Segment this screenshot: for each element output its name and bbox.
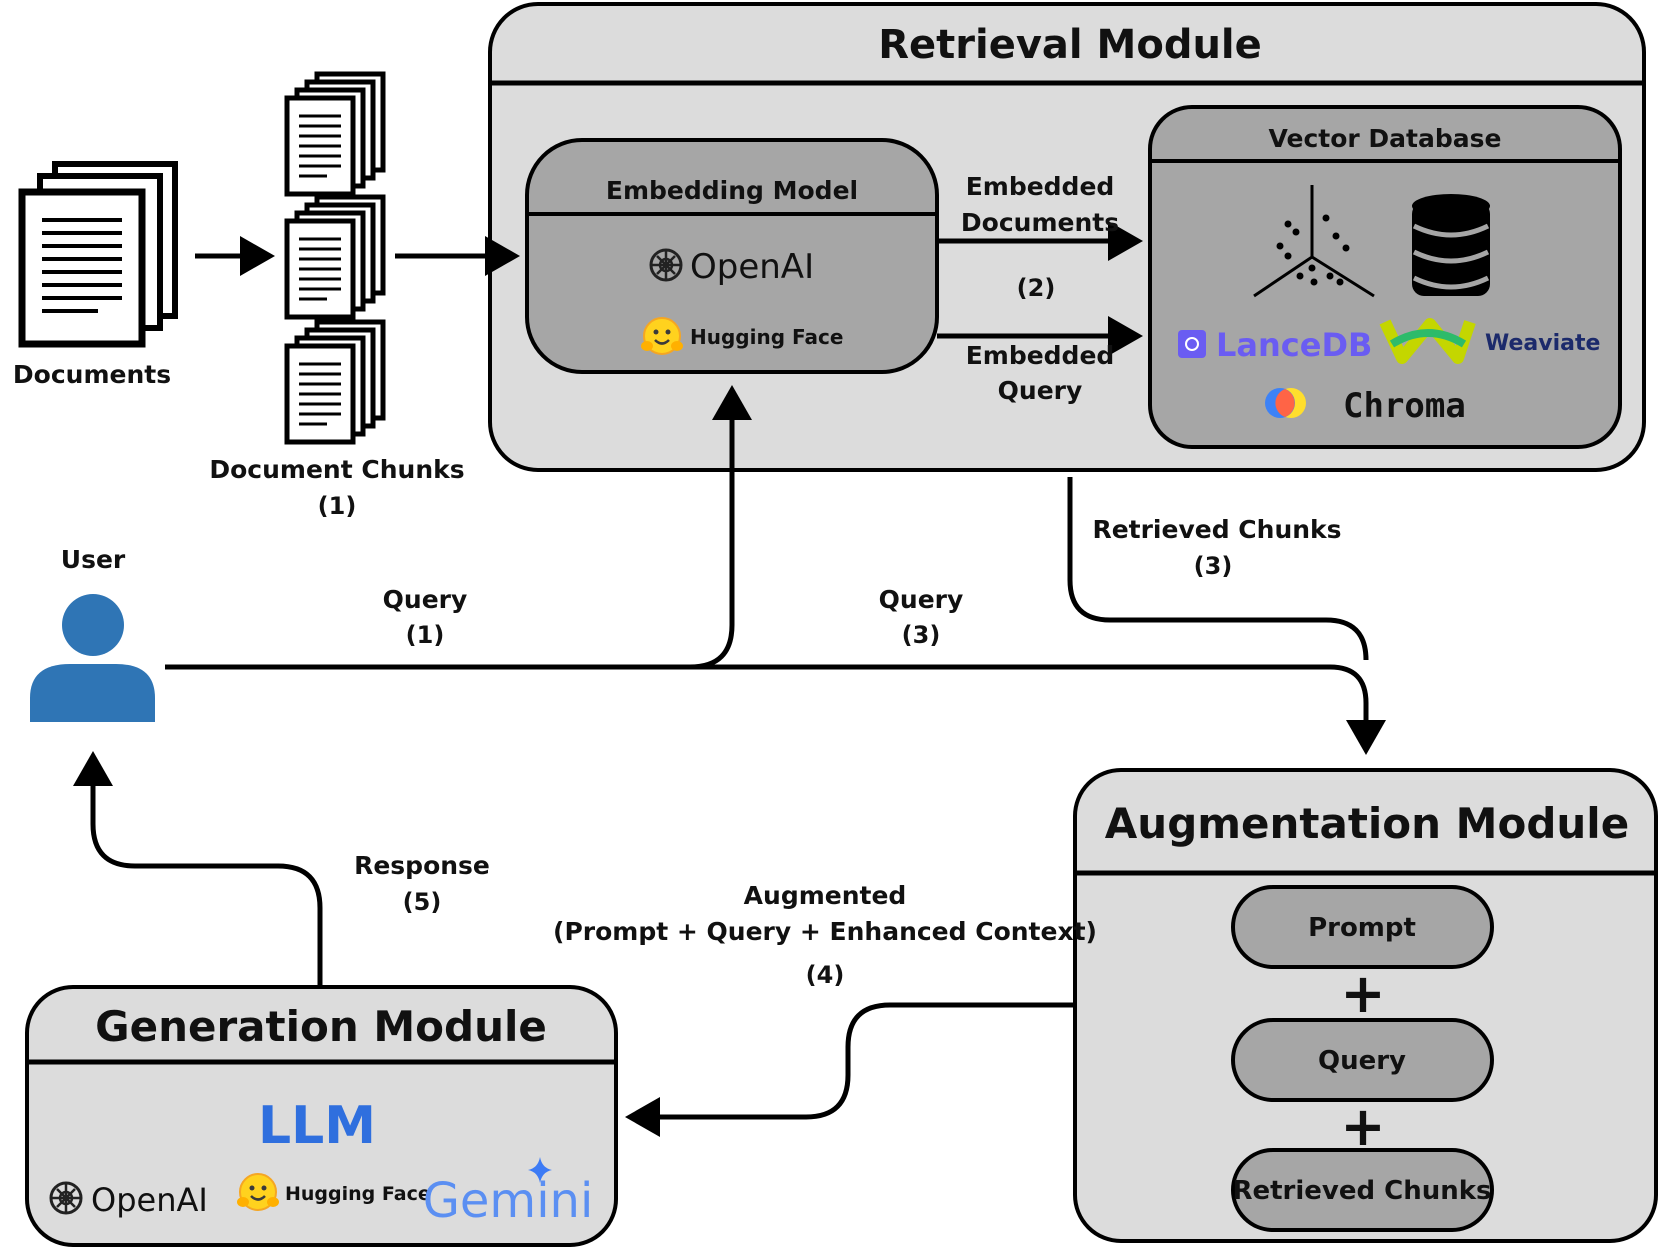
augmentation-module: Augmentation Module Prompt + Query + Ret…: [1073, 768, 1658, 1243]
embedding-model-title: Embedding Model: [606, 176, 858, 205]
plus-sign-1: +: [1340, 962, 1385, 1025]
openai-logo-generation-text: OpenAI: [91, 1181, 208, 1219]
weaviate-logo-text: Weaviate: [1485, 331, 1600, 356]
openai-logo-text: OpenAI: [690, 247, 814, 287]
document-chunks-step: (1): [318, 492, 357, 520]
documents-stack-icon: [18, 161, 178, 348]
query-3-label: Query: [879, 585, 964, 614]
query-1-label: Query: [383, 585, 468, 614]
augmented-label-1: Augmented: [744, 881, 907, 910]
retrieval-module-title: Retrieval Module: [878, 22, 1262, 68]
plus-sign-2: +: [1340, 1095, 1385, 1158]
hugging-face-logo: Hugging Face: [639, 316, 843, 356]
query-pill: [1231, 1018, 1494, 1102]
embedded-query-label-1: Embedded: [966, 341, 1115, 370]
weaviate-icon: [1379, 318, 1476, 364]
augmented-step: (4): [806, 961, 845, 989]
chroma-logo-text: Chroma: [1343, 386, 1466, 426]
document-chunks-label: Document Chunks: [209, 455, 464, 484]
gemini-logo: Gemini: [423, 1157, 594, 1229]
embedded-query-flow: Embedded Query: [937, 316, 1143, 405]
query-flow: [165, 385, 1386, 755]
vector-database-title: Vector Database: [1269, 124, 1502, 153]
embedding-model-box: Embedding Model OpenAI Hugging Face: [525, 138, 939, 374]
embedded-query-label-2: Query: [998, 376, 1083, 405]
prompt-pill: [1231, 885, 1494, 969]
generation-module-title: Generation Module: [95, 1002, 547, 1051]
vector-database-box: Vector Database LanceDB: [1148, 105, 1622, 449]
hugging-face-logo-generation: Hugging Face: [235, 1172, 431, 1212]
documents-label: Documents: [13, 360, 171, 389]
openai-logo: OpenAI: [649, 247, 814, 287]
lancedb-logo: LanceDB: [1178, 326, 1372, 364]
embedded-documents-label-2: Documents: [961, 208, 1119, 237]
retrieved-chunks-pill-label: Retrieved Chunks: [1232, 1176, 1491, 1206]
llm-label: LLM: [258, 1096, 376, 1156]
embedded-documents-label-1: Embedded: [966, 172, 1115, 201]
augmentation-module-title: Augmentation Module: [1105, 799, 1629, 848]
augmented-label-2: (Prompt + Query + Enhanced Context): [553, 917, 1097, 946]
document-chunks-icon: [287, 74, 383, 442]
query-pill-label: Query: [1318, 1046, 1406, 1076]
response-flow: [73, 751, 323, 987]
step-2-label: (2): [1017, 274, 1056, 302]
embedded-documents-flow: Embedded Documents: [937, 172, 1143, 261]
augmented-flow: [625, 1002, 1075, 1137]
chroma-logo: Chroma: [1265, 386, 1466, 426]
response-step: (5): [403, 888, 442, 916]
vector-space-icon: [1253, 185, 1375, 298]
user-label: User: [61, 545, 126, 574]
gemini-logo-text: Gemini: [423, 1173, 594, 1229]
hugging-face-logo-generation-text: Hugging Face: [285, 1183, 431, 1205]
query-3-step: (3): [902, 621, 941, 649]
lancedb-logo-text: LanceDB: [1216, 326, 1372, 364]
database-icon: [1412, 194, 1490, 296]
user-icon: [30, 594, 155, 722]
openai-logo-generation: OpenAI: [49, 1181, 208, 1219]
query-1-step: (1): [406, 621, 445, 649]
hugging-face-logo-text: Hugging Face: [690, 325, 843, 349]
generation-module: Generation Module LLM OpenAI Hugging Fac…: [25, 985, 618, 1247]
retrieved-chunks-flow: [1067, 477, 1369, 661]
retrieved-chunks-flow-label: Retrieved Chunks: [1092, 515, 1341, 544]
retrieved-chunks-flow-step: (3): [1194, 552, 1233, 580]
prompt-pill-label: Prompt: [1308, 913, 1416, 943]
response-label: Response: [354, 851, 490, 880]
retrieved-chunks-pill: [1231, 1148, 1494, 1232]
